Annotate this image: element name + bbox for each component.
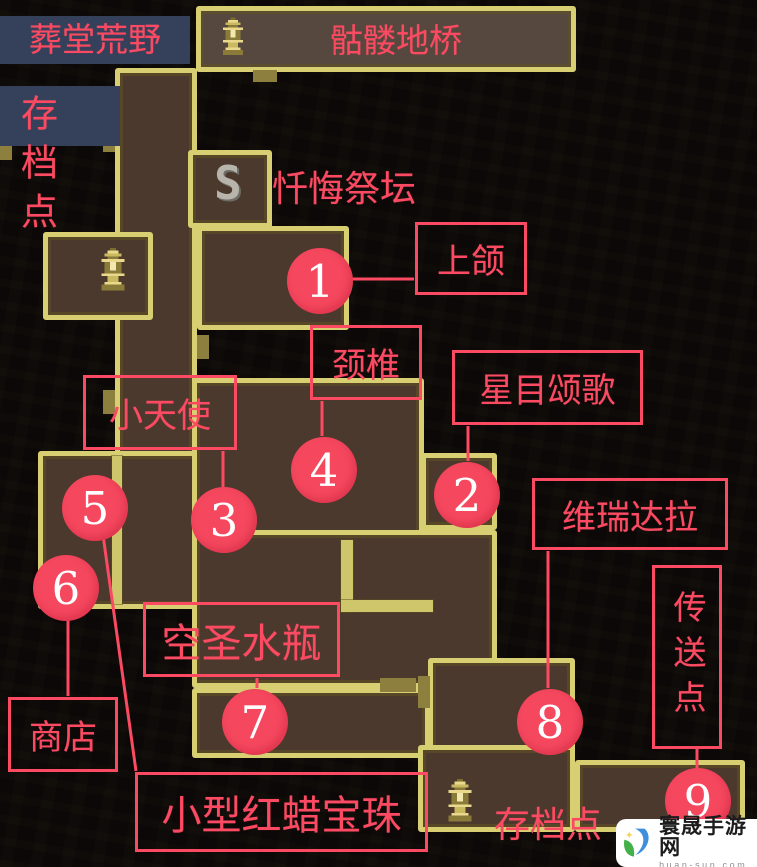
watermark-site-name: 寰晟手游网 [659, 814, 748, 859]
map-connector [418, 676, 430, 708]
interior-wall [341, 540, 353, 612]
marker-circle-4: 4 [291, 437, 357, 503]
label-box-marker-7: 空圣水瓶 [143, 602, 340, 677]
map-connector [103, 390, 115, 414]
label-text: 传送点 [669, 589, 706, 725]
room-save-bottom [418, 745, 575, 832]
marker-circle-8: 8 [517, 689, 583, 755]
confession-altar-label: 忏悔祭坛 [272, 168, 417, 209]
site-watermark: 寰晟手游网 huan-sun.com [616, 814, 757, 867]
label-box-marker-2: 星目颂歌 [452, 350, 643, 425]
label-box-marker-4: 颈椎 [310, 325, 422, 400]
interior-wall [341, 600, 433, 612]
label-text: 星目颂歌 [479, 372, 616, 410]
confessor-statue-icon: S [214, 156, 242, 210]
label-box-marker-5: 小型红蜡宝珠 [135, 772, 428, 852]
label-box-marker-8: 维瑞达拉 [532, 478, 728, 550]
save-point-bottom-label: 存档点 [494, 804, 603, 845]
marker-number: 6 [51, 561, 81, 615]
label-text: 小型红蜡宝珠 [161, 794, 402, 838]
marker-number: 8 [535, 695, 565, 749]
area-name-label: 骷髅地桥 [330, 22, 462, 59]
map-connector [253, 70, 277, 82]
marker-circle-6: 6 [33, 555, 99, 621]
marker-number: 9 [683, 774, 713, 828]
lantern-icon [223, 17, 243, 55]
marker-number: 1 [305, 254, 335, 308]
marker-circle-3: 3 [191, 487, 257, 553]
region-title: 葬堂荒野 [29, 21, 161, 59]
marker-number: 2 [452, 468, 482, 522]
watermark-site-domain: huan-sun.com [659, 860, 748, 867]
room-skull-bridge [196, 6, 576, 72]
label-box-marker-1: 上颌 [415, 222, 527, 295]
navy-panel [0, 86, 120, 146]
label-text: 小天使 [109, 397, 211, 435]
label-text: 上颌 [437, 243, 505, 281]
label-text: 商店 [29, 719, 97, 757]
map-connector [380, 678, 416, 692]
room-save-left [43, 232, 153, 320]
marker-number: 5 [80, 481, 110, 535]
map-connector [197, 335, 209, 359]
marker-number: 3 [209, 493, 239, 547]
room-confession [188, 150, 272, 228]
save-point-left-label: 存档点 [15, 94, 57, 241]
marker-circle-7: 7 [222, 689, 288, 755]
map-connector [0, 146, 12, 160]
marker-circle-5: 5 [62, 475, 128, 541]
marker-circle-1: 1 [287, 248, 353, 314]
label-text: 空圣水瓶 [161, 621, 322, 666]
lantern-icon [101, 247, 125, 291]
marker-circle-2: 2 [434, 462, 500, 528]
label-text: 颈椎 [332, 347, 400, 385]
label-text: 维瑞达拉 [562, 498, 698, 537]
label-box-marker-6: 商店 [8, 697, 118, 772]
lantern-icon [448, 778, 472, 822]
label-box-marker-9: 传送点 [652, 565, 722, 749]
marker-number: 7 [240, 695, 270, 749]
label-box-marker-3: 小天使 [83, 375, 237, 450]
marker-number: 4 [309, 443, 339, 497]
site-logo-icon [624, 828, 649, 857]
region-title-panel: 葬堂荒野 [0, 16, 190, 64]
